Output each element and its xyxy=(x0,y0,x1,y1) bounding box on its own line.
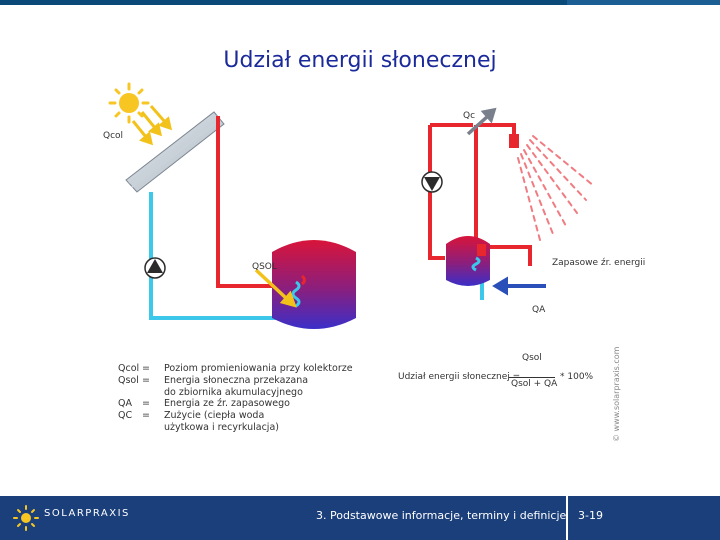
legend-symbol: QC xyxy=(118,410,133,422)
legend-row: Qcol= Poziom promieniowania przy kolektor… xyxy=(118,363,364,375)
footer-page-number: 3-19 xyxy=(578,509,603,522)
storage-tank xyxy=(272,240,356,329)
legend-symbol: Qcol xyxy=(118,363,140,374)
legend-equals: = xyxy=(142,374,150,386)
legend-equals xyxy=(142,387,164,399)
legend-text: Energia słoneczna przekazana xyxy=(164,374,309,386)
formula-fraction-bar xyxy=(509,377,555,378)
label-q-a: QA xyxy=(532,305,546,315)
qc-arrow xyxy=(466,107,497,136)
pump-icon xyxy=(421,171,443,193)
legend-symbol xyxy=(118,387,142,399)
label-q-sol: QSOL xyxy=(252,262,277,272)
formula-numerator: Qsol xyxy=(522,353,542,363)
legend-equals: = xyxy=(142,363,150,374)
legend: Qcol=Poziom promieniowania przy kolektor… xyxy=(118,363,364,434)
legend-symbol: Qsol xyxy=(118,374,139,386)
legend-text: Zużycie (ciepła woda xyxy=(164,410,265,422)
sun-icon xyxy=(108,82,150,124)
legend-row: QC = Zużycie (ciepła woda xyxy=(118,410,364,422)
legend-equals xyxy=(142,422,164,434)
backup-tank xyxy=(446,236,490,286)
legend-symbol: QA xyxy=(118,398,132,410)
pump-icon xyxy=(144,257,166,279)
qsol-arrow xyxy=(254,268,297,308)
label-q-c: Qc xyxy=(463,111,476,121)
legend-equals: = xyxy=(142,410,150,422)
top-bar-accent xyxy=(567,0,720,5)
legend-symbol xyxy=(118,422,142,434)
footer-logo-text: SOLARPRAXIS xyxy=(44,508,130,519)
legend-row: QA = Energia ze źr. zapasowego xyxy=(118,398,364,410)
legend-row: do zbiornika akumulacyjnego xyxy=(118,387,364,399)
solarpraxis-logo-icon xyxy=(13,505,39,531)
formula-multiplier: * 100% xyxy=(560,372,594,382)
formula-denominator: Qsol + QA xyxy=(511,379,558,389)
solar-share-formula: Qsol Udział energii słonecznej = Qsol + … xyxy=(398,353,618,403)
legend-row: użytkowa i recyrkulacja) xyxy=(118,422,364,434)
footer-separator xyxy=(566,496,568,540)
footer: SOLARPRAXIS 3. Podstawowe informacje, te… xyxy=(0,496,720,540)
legend-text: Energia ze źr. zapasowego xyxy=(164,398,290,410)
solar-collector xyxy=(125,111,225,193)
footer-chapter: 3. Podstawowe informacje, terminy i defi… xyxy=(316,509,567,522)
top-bar xyxy=(0,0,720,5)
shower-head-icon xyxy=(509,134,595,241)
legend-row: Qsol= Energia słoneczna przekazana xyxy=(118,375,364,387)
label-backup-source: Zapasowe źr. energii xyxy=(552,258,646,268)
legend-text: użytkowa i recyrkulacja) xyxy=(164,421,279,433)
copyright-watermark: © www.solarpraxis.com xyxy=(612,346,621,442)
slide-title: Udział energii słonecznej xyxy=(223,48,497,73)
label-q-col: Qcol xyxy=(103,131,124,141)
sun-rays-arrows xyxy=(131,105,173,146)
legend-text: Poziom promieniowania przy kolektorze xyxy=(164,363,353,374)
qa-arrow xyxy=(492,276,546,296)
formula-lhs: Udział energii słonecznej = xyxy=(398,372,521,382)
legend-equals: = xyxy=(142,398,150,410)
legend-text: do zbiornika akumulacyjnego xyxy=(164,386,303,398)
